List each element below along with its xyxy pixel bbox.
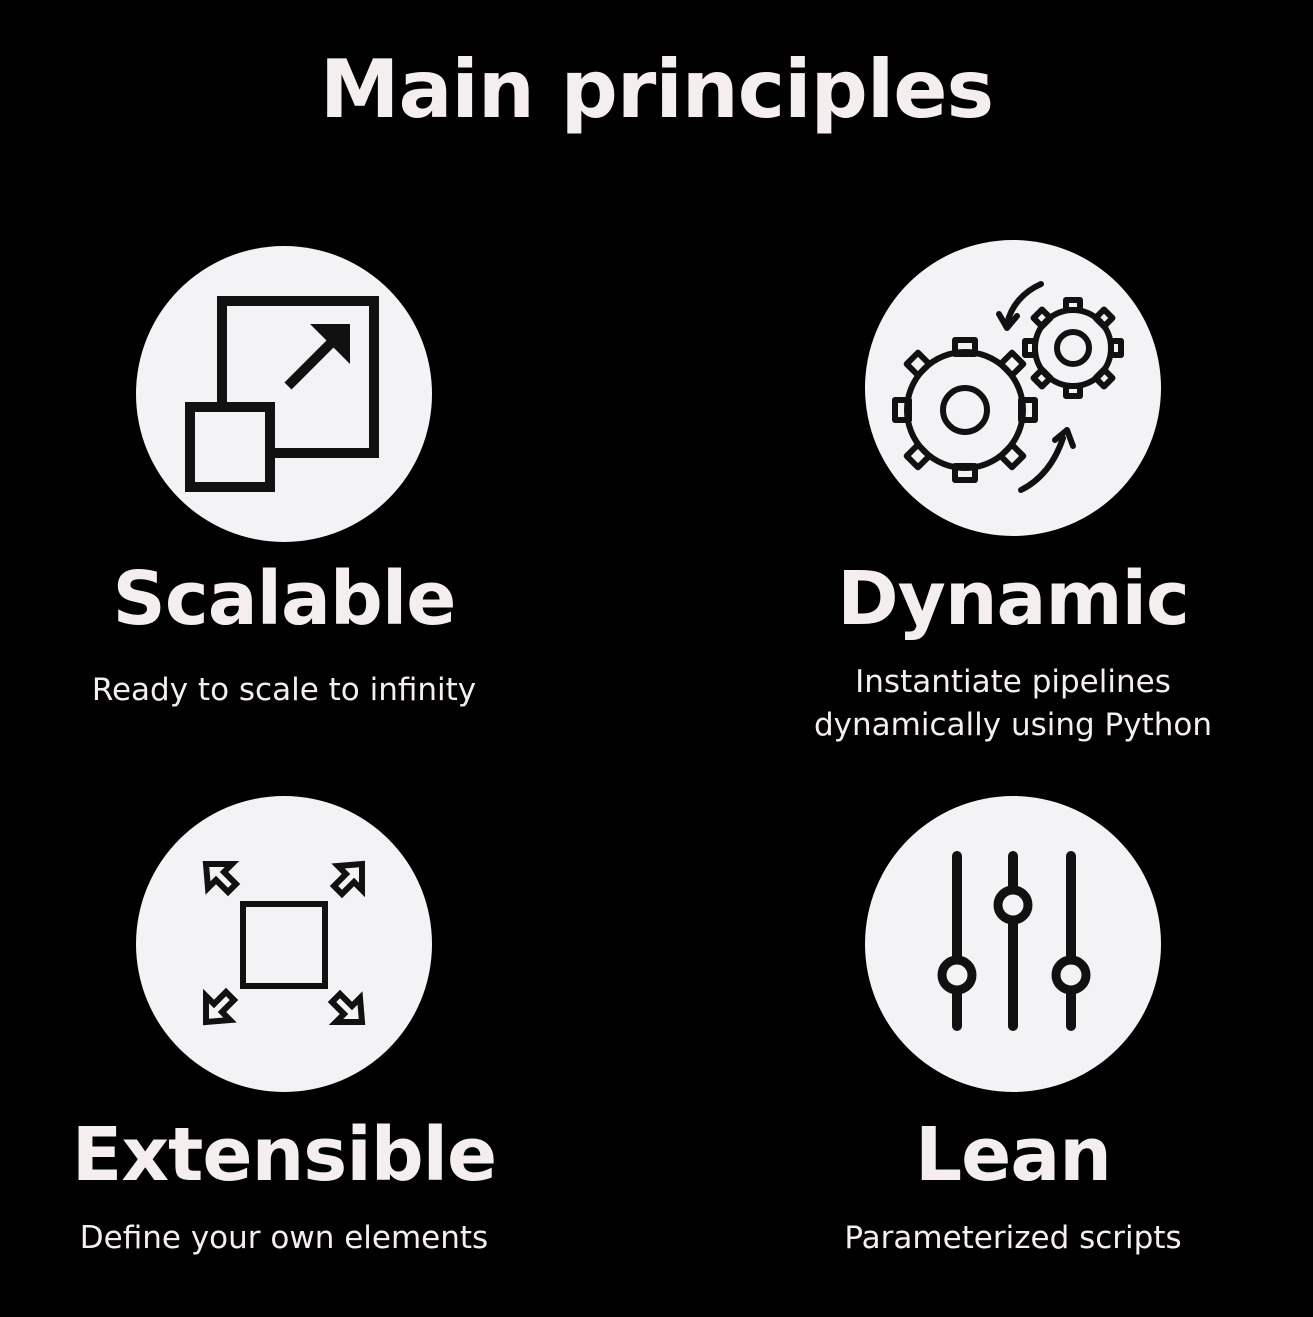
principle-description: Ready to scale to infinity (91, 672, 477, 708)
principle-card-dynamic: Dynamic Instantiate pipelines dynamicall… (733, 0, 1293, 1317)
principle-title: Lean (915, 1112, 1112, 1198)
icon-circle (865, 240, 1161, 536)
principle-title: Extensible (71, 1112, 497, 1198)
principle-card-lean: Lean Parameterized scripts (733, 0, 1293, 1317)
principle-card-extensible: Extensible Define your own elements (4, 0, 564, 1317)
principle-description: Parameterized scripts (844, 1220, 1182, 1256)
page-title: Main principles (319, 43, 994, 136)
principle-description-line-2: dynamically using Python (814, 707, 1212, 743)
principle-title: Dynamic (837, 556, 1190, 642)
principle-title: Scalable (112, 556, 457, 642)
principle-description-line-1: Instantiate pipelines (855, 664, 1171, 700)
principle-card-scalable: Scalable Ready to scale to infinity (4, 0, 564, 1317)
icon-circle (136, 796, 432, 1092)
icon-circle (865, 796, 1161, 1092)
gears-cycle-icon (892, 281, 1124, 493)
icon-circle (136, 246, 432, 542)
principle-description: Define your own elements (79, 1220, 489, 1256)
expand-arrows-icon (202, 860, 366, 1026)
resize-expand-icon (185, 296, 379, 492)
sliders-icon (937, 851, 1091, 1031)
